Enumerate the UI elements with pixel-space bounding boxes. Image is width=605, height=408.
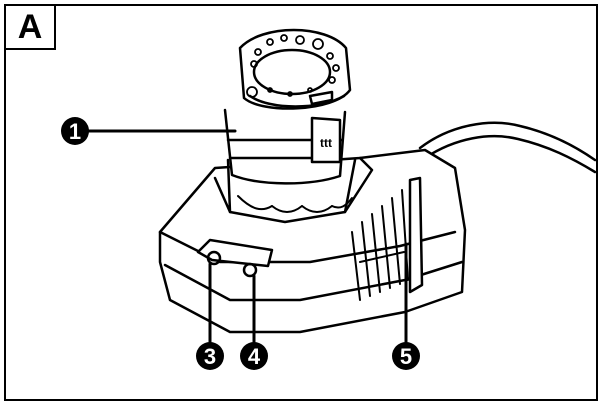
svg-text:4: 4 [248,344,261,369]
battery-release-button [310,116,342,164]
svg-text:1: 1 [69,119,81,144]
cap-vents [246,34,340,98]
vent-grille [351,189,409,301]
battery-socket [213,156,374,224]
power-cord [418,121,597,162]
callout-4: 4 [240,342,268,370]
callout-5: 5 [392,342,420,370]
led-3 [206,250,222,266]
svg-text:ttt: ttt [320,136,332,150]
figure-frame: A [4,4,598,401]
callout-3: 3 [196,342,224,370]
figure-label: A [6,6,56,50]
power-cord-inner [423,134,597,174]
svg-text:3: 3 [204,344,216,369]
callout-1: 1 [61,117,89,145]
svg-text:5: 5 [400,344,412,369]
led-slot [196,238,274,268]
led-4 [242,262,258,278]
battery-collar [237,195,353,213]
